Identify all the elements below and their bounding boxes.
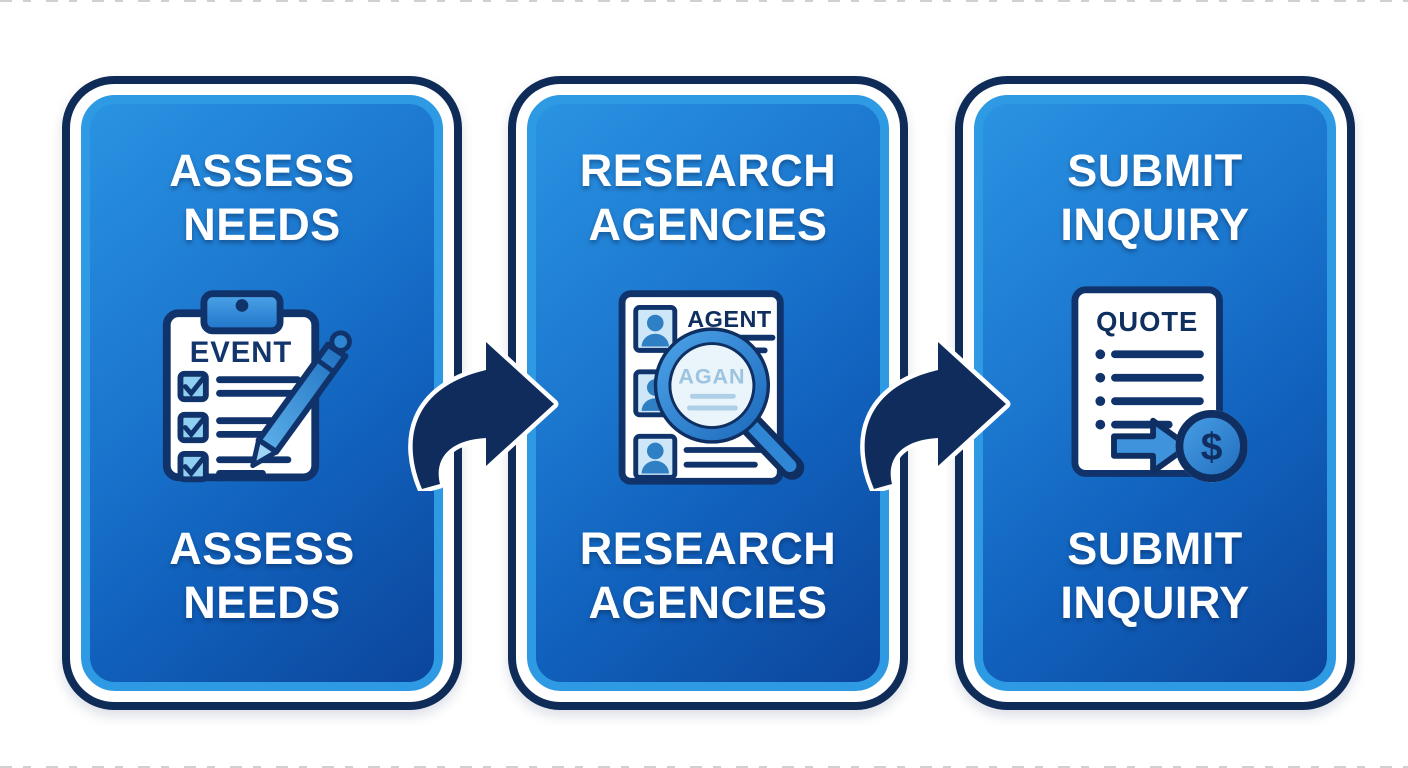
panel-inner-assess-needs: ASSESS NEEDS	[81, 95, 443, 691]
magnified-text: AGAN	[678, 365, 745, 389]
step-title-top: ASSESS NEEDS	[169, 144, 355, 252]
title-line: SUBMIT	[1067, 523, 1243, 574]
panel-white-ring: SUBMIT INQUIRY QUOTE	[963, 84, 1347, 702]
checklist-rows	[177, 370, 301, 483]
quote-bullet-list	[1094, 349, 1204, 430]
step-title-bottom: RESEARCH AGENCIES	[580, 522, 837, 630]
step-title-bottom: ASSESS NEEDS	[169, 522, 355, 630]
step-title-top: SUBMIT INQUIRY	[1060, 144, 1249, 252]
dollar-coin-icon: $	[1175, 409, 1248, 483]
clipboard-heading-text: EVENT	[189, 336, 292, 369]
step-panel-submit-inquiry: SUBMIT INQUIRY QUOTE	[955, 76, 1355, 710]
step-title-bottom: SUBMIT INQUIRY	[1060, 522, 1249, 630]
title-line: AGENCIES	[588, 577, 828, 628]
panel-white-ring: ASSESS NEEDS	[70, 84, 454, 702]
title-line: AGENCIES	[588, 199, 828, 250]
arrow-to-dollar	[1110, 417, 1191, 475]
curved-arrow-icon	[408, 337, 559, 491]
icon-container: EVENT	[145, 281, 380, 493]
title-line: NEEDS	[183, 199, 341, 250]
step-panel-assess-needs: ASSESS NEEDS	[62, 76, 462, 710]
dollar-sign: $	[1200, 426, 1222, 469]
step-panel-research-agencies: RESEARCH AGENCIES AGENT	[508, 76, 908, 710]
curved-arrow-icon	[860, 337, 1011, 491]
title-line: SUBMIT	[1067, 145, 1243, 196]
clipboard-checklist-pen-icon: EVENT	[162, 290, 352, 483]
magnified-lines	[686, 393, 738, 411]
panel-inner-research-agencies: RESEARCH AGENCIES AGENT	[527, 95, 889, 691]
title-line: ASSESS	[169, 523, 355, 574]
panel-white-ring: RESEARCH AGENCIES AGENT	[516, 84, 900, 702]
quote-heading-text: QUOTE	[1096, 306, 1198, 337]
cropped-text-artifact-top	[0, 0, 1408, 2]
pen-icon	[249, 330, 352, 469]
quote-document-dollar-icon: QUOTE	[1071, 286, 1248, 483]
cropped-text-artifact-bottom	[0, 766, 1408, 768]
step-title-top: RESEARCH AGENCIES	[580, 144, 837, 252]
clip-hole	[235, 299, 248, 312]
agent-list-lines	[683, 447, 766, 468]
title-line: RESEARCH	[579, 145, 837, 196]
title-line: INQUIRY	[1060, 199, 1250, 250]
magnifier: AGAN	[653, 327, 804, 480]
title-line: ASSESS	[169, 145, 355, 196]
agent-heading-text: AGENT	[687, 306, 772, 332]
agent-list-magnifier-icon: AGENT	[618, 290, 804, 485]
title-line: RESEARCH	[579, 523, 837, 574]
icon-container: QUOTE	[1043, 281, 1268, 493]
avatar	[632, 433, 677, 480]
avatar	[632, 304, 677, 353]
icon-container: AGENT	[596, 281, 821, 493]
title-line: INQUIRY	[1060, 577, 1250, 628]
clipboard-clip	[199, 290, 283, 335]
panel-inner-submit-inquiry: SUBMIT INQUIRY QUOTE	[974, 95, 1336, 691]
title-line: NEEDS	[183, 577, 341, 628]
